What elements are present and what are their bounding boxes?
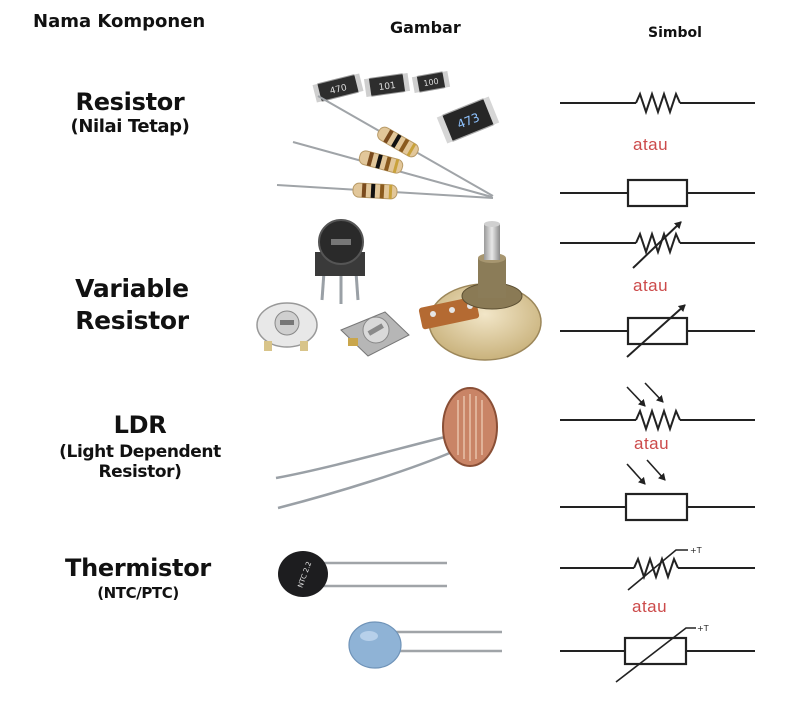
axial-resistors (276, 95, 494, 200)
row-thermistor-name: Thermistor (NTC/PTC) (48, 552, 228, 602)
resistor-zigzag-symbol (560, 90, 755, 116)
potentiometer (418, 221, 542, 361)
or-label-resistor: atau (633, 135, 669, 154)
header-simbol: Simbol (648, 25, 702, 41)
smd-resistors: 470 101 100 473 (312, 70, 500, 144)
variable-resistor-photo (256, 219, 542, 361)
thermistor-box-symbol (560, 627, 755, 683)
thermistor-photo: NTC 2.2 (278, 551, 502, 669)
resistor-title: Resistor (75, 88, 185, 116)
resistor-photo: 470 101 100 473 (276, 70, 500, 200)
resistor-box-symbol (560, 178, 755, 208)
smd-code-1: 470 (329, 83, 348, 97)
ldr-zigzag-symbol (560, 382, 755, 433)
thermistor-temp-label-1: +T (690, 546, 702, 555)
variable-resistor-zigzag-symbol (560, 221, 755, 269)
or-label-thermistor: atau (632, 597, 668, 616)
row-variable-resistor-name: Variable Resistor (42, 273, 222, 337)
thermistor-temp-label-2: +T (697, 624, 709, 633)
or-label-ldr: atau (634, 434, 670, 453)
smd-code-2: 101 (378, 81, 396, 93)
row-resistor-name: Resistor (Nilai Tetap) (40, 88, 220, 137)
ldr-title: LDR (113, 411, 167, 439)
smd-code-3: 100 (423, 77, 440, 89)
trimpot-dark (315, 219, 365, 304)
header-gambar: Gambar (390, 18, 461, 37)
ldr-subtitle: (Light Dependent Resistor) (59, 442, 221, 482)
ldr-box-symbol (560, 459, 755, 522)
trimpot-white (256, 302, 318, 351)
row-ldr-name: LDR (Light Dependent Resistor) (20, 408, 260, 482)
thermistor-title: Thermistor (65, 554, 211, 582)
resistor-subtitle: (Nilai Tetap) (70, 116, 190, 137)
trimpot-smd (340, 311, 410, 357)
variable-resistor-box-symbol (560, 304, 755, 358)
thermistor-zigzag-symbol (560, 549, 755, 591)
or-label-variable-resistor: atau (633, 276, 669, 295)
variable-resistor-title-line1: Variable (75, 274, 189, 303)
ldr-photo (275, 387, 498, 510)
thermistor-subtitle: (NTC/PTC) (97, 584, 179, 602)
variable-resistor-title-line2: Resistor (75, 306, 189, 335)
header-nama-komponen: Nama Komponen (33, 11, 206, 32)
